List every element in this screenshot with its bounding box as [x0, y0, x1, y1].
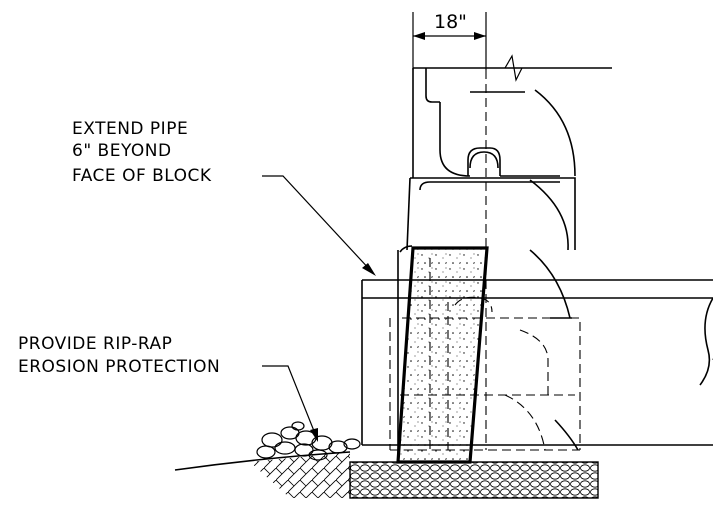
note-line-1: EXTEND PIPE — [72, 119, 188, 139]
note-line-3: FACE OF BLOCK — [72, 166, 212, 186]
note-line-2: 6" BEYOND — [72, 141, 172, 161]
middle-block — [406, 177, 576, 251]
leveling-pad — [349, 461, 599, 499]
ground — [174, 451, 351, 498]
leader-riprap — [262, 365, 318, 442]
dimension-text: 18" — [434, 11, 467, 33]
upper-block — [412, 54, 612, 178]
note-riprap-line-1: PROVIDE RIP-RAP — [18, 334, 172, 354]
riprap-rocks — [256, 421, 361, 461]
label-riprap: PROVIDE RIP-RAP EROSION PROTECTION — [18, 334, 220, 377]
note-riprap-line-2: EROSION PROTECTION — [18, 357, 220, 377]
dimension-18in: 18" — [412, 11, 487, 70]
label-extend-pipe: EXTEND PIPE 6" BEYOND FACE OF BLOCK — [72, 119, 212, 186]
leader-extend-pipe — [262, 175, 376, 276]
drainage-aggregate — [396, 246, 489, 464]
